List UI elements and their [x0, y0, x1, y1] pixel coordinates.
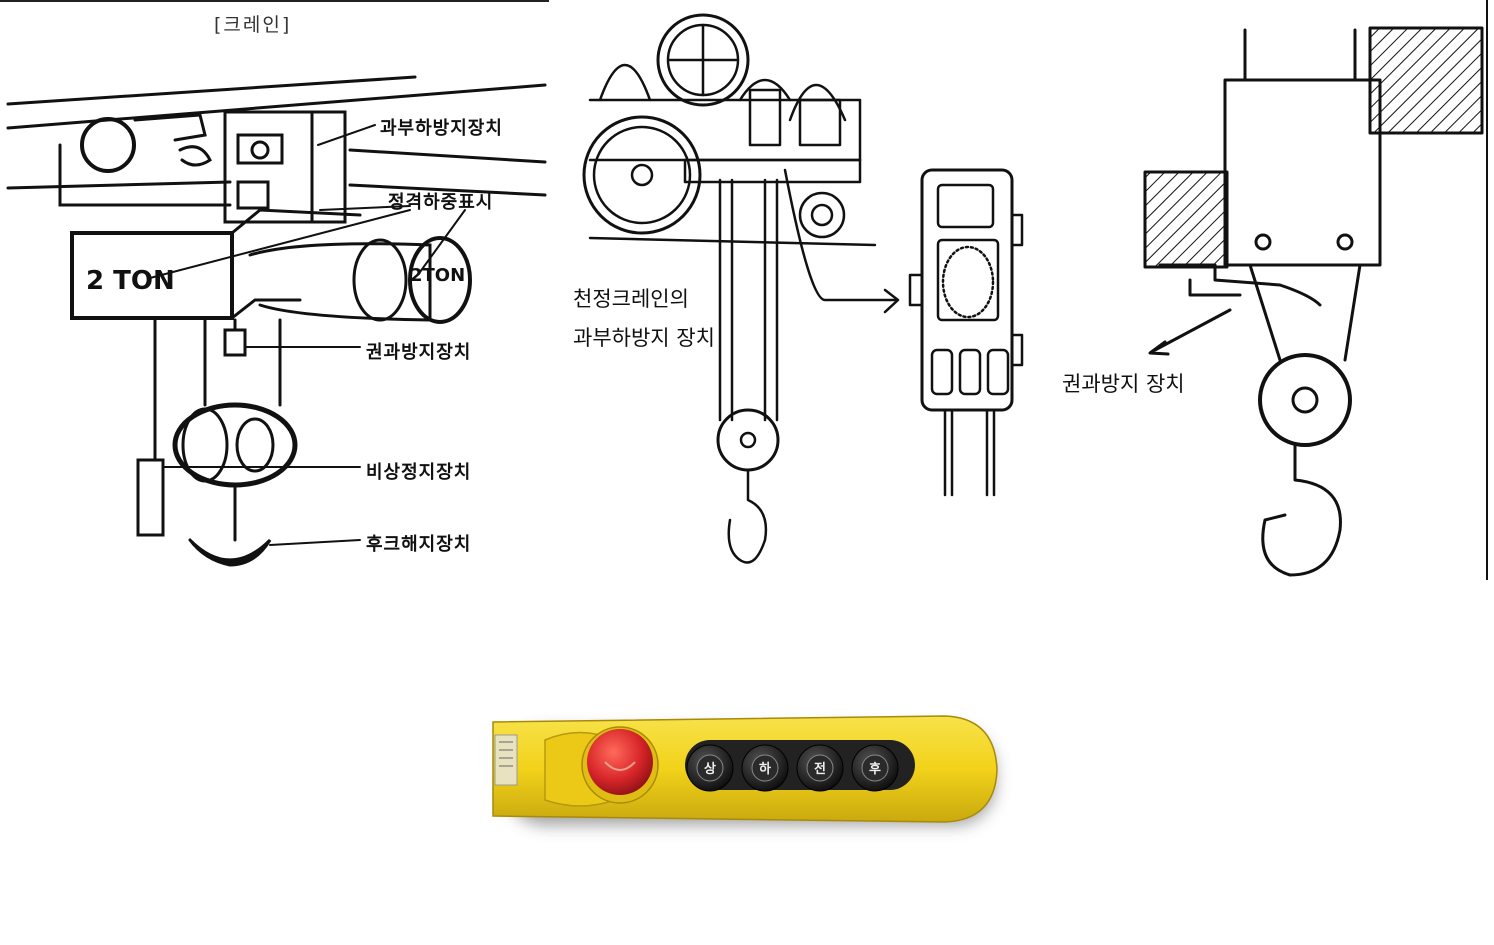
hoist-capacity-marking: 2 TON: [86, 266, 175, 296]
button-forward[interactable]: 전: [796, 744, 844, 792]
button-down[interactable]: 하: [741, 744, 789, 792]
caption-overhead-crane: 천정크레인의: [573, 287, 689, 311]
button-backward-label: 후: [869, 761, 881, 777]
pendant-button-row: 상 하 전 후: [686, 744, 899, 792]
drum-capacity-marking: 2TON: [410, 265, 466, 286]
top-rule: [0, 0, 549, 2]
caption-overwind-device: 권과방지 장치: [1062, 372, 1185, 396]
button-backward[interactable]: 후: [851, 744, 899, 792]
label-hook-latch: 후크해지장치: [366, 534, 472, 555]
button-forward-label: 전: [814, 761, 826, 777]
overwind-device-drawing: [1143, 26, 1484, 577]
overhead-crane-drawing: [582, 13, 1024, 564]
caption-overload-device: 과부하방지 장치: [573, 326, 715, 350]
button-down-label: 하: [759, 761, 771, 777]
hoist-crane-drawing: [6, 75, 547, 567]
button-up[interactable]: 상: [686, 744, 734, 792]
right-edge-rule: [1486, 0, 1488, 580]
label-overload-device: 과부하방지장치: [380, 118, 503, 139]
label-emergency-stop: 비상정지장치: [366, 462, 472, 483]
label-overwind-device: 권과방지장치: [366, 342, 472, 363]
button-up-label: 상: [704, 762, 716, 777]
label-rated-load: 정격하중표시: [388, 192, 494, 213]
crane-title: [크레인]: [214, 14, 292, 36]
